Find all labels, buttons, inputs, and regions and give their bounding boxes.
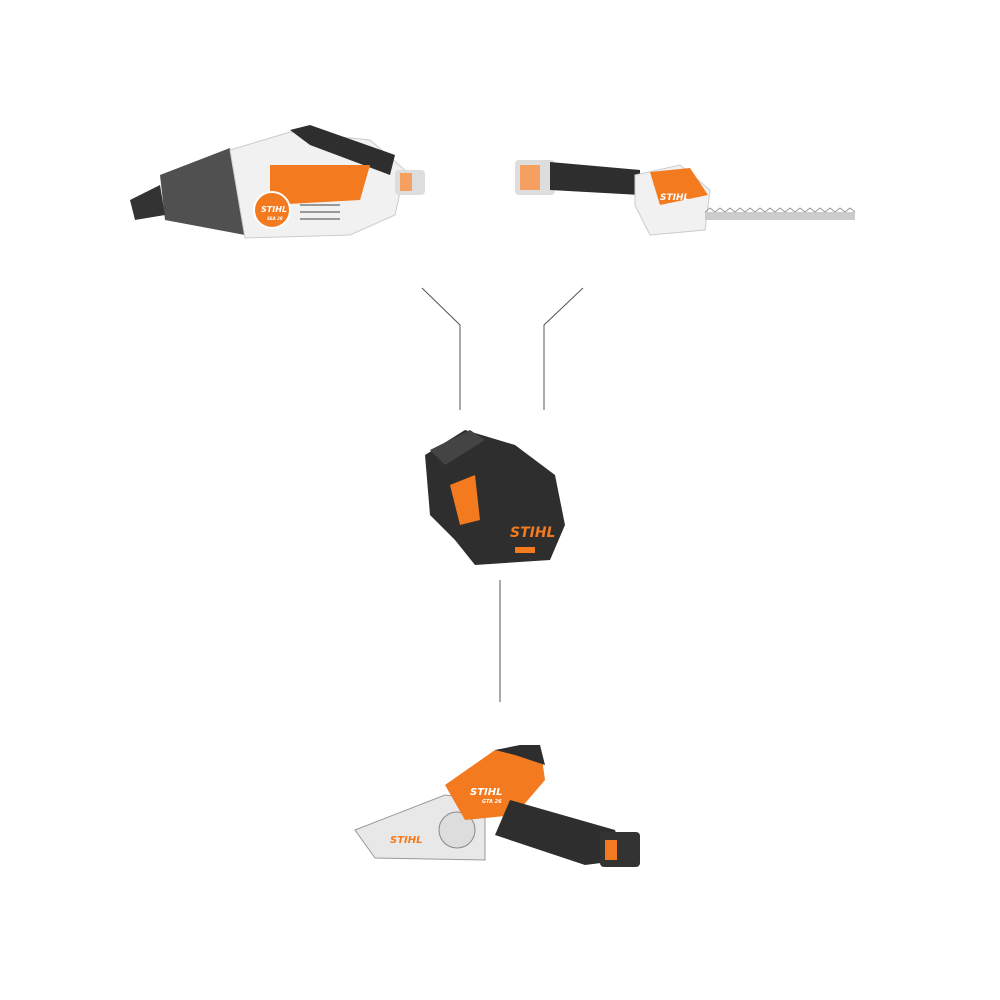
battery-image: STIHL	[425, 430, 565, 565]
vacuum-model: SEA 20	[267, 216, 283, 221]
shears-logo: STIHL	[660, 193, 690, 203]
pruner-image: STIHL STIHL GTA 26	[354, 745, 640, 867]
vacuum-logo: STIHL	[261, 205, 287, 214]
pruner-logo: STIHL	[470, 787, 503, 798]
connector-vacuum	[421, 287, 461, 410]
battery-logo: STIHL	[510, 525, 555, 541]
connector-shears	[543, 287, 584, 410]
shears-image: STIHL	[515, 160, 856, 236]
pruner-bar-logo: STIHL	[390, 835, 423, 846]
pruner-model: GTA 26	[482, 799, 502, 805]
vacuum-image: STIHL SEA 20	[130, 125, 425, 239]
